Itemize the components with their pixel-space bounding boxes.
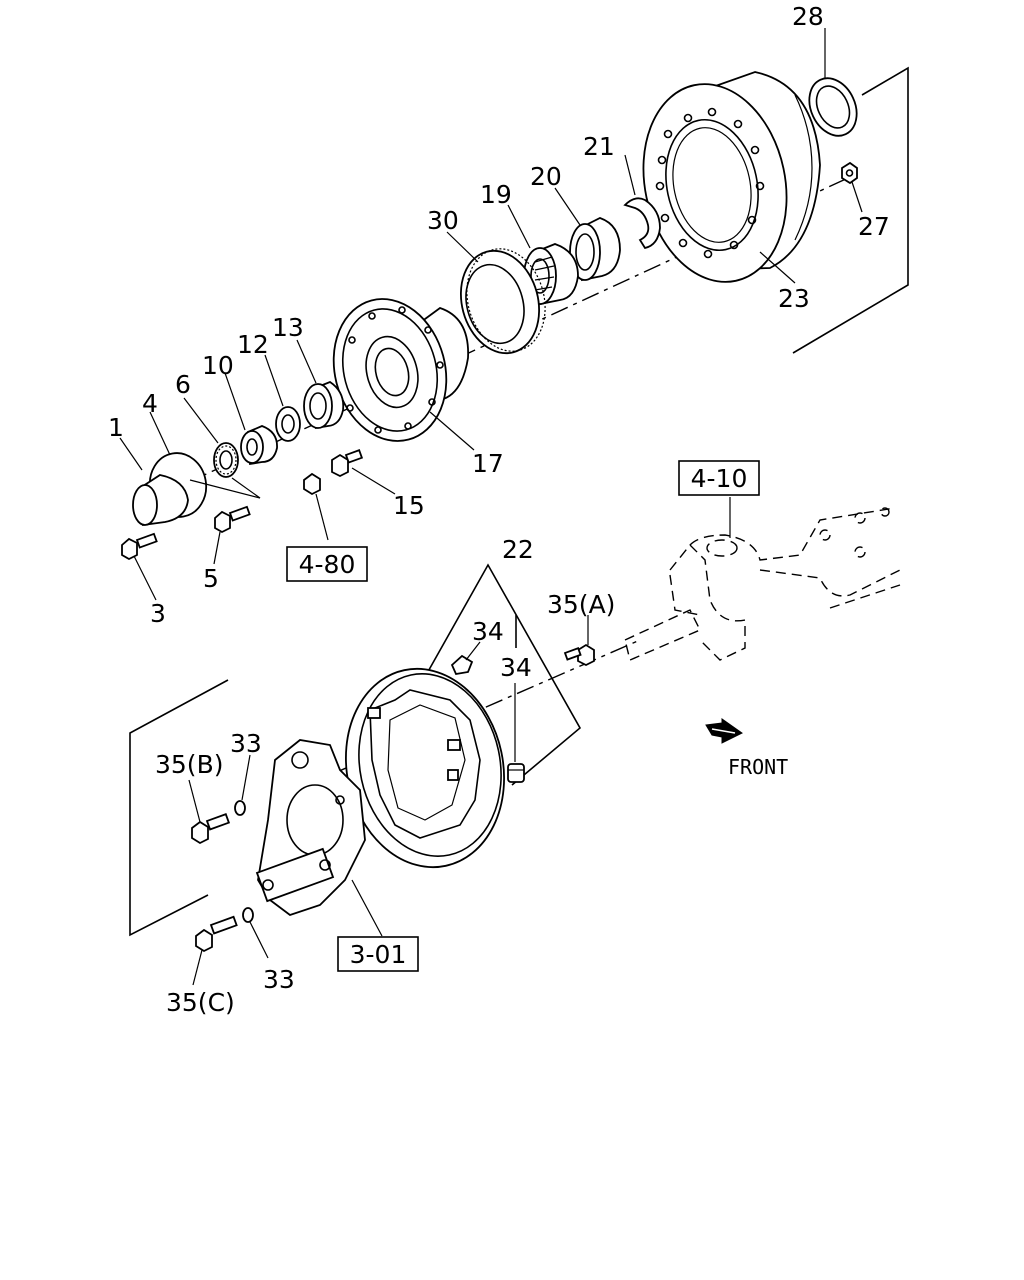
label-20: 20: [530, 162, 562, 191]
part-3-01-bracket: [255, 739, 366, 917]
label-10: 10: [202, 351, 234, 380]
label-23: 23: [778, 284, 810, 313]
label-22: 22: [502, 535, 534, 564]
part-15-stud: [331, 449, 364, 478]
part-6-lock-washer: [213, 442, 239, 478]
label-12: 12: [237, 330, 269, 359]
label-34b: 34: [500, 653, 532, 682]
label-27: 27: [858, 212, 890, 241]
label-15: 15: [393, 491, 425, 520]
label-30: 30: [427, 206, 459, 235]
part-13-bearing: [303, 380, 345, 430]
part-28-seal: [808, 77, 858, 137]
part-35a-bolt: [563, 643, 595, 667]
part-17-hub: [332, 298, 469, 442]
bracket-upper-right: [792, 66, 909, 354]
part-3-bolt: [121, 532, 158, 561]
part-21-snap-ring: [623, 197, 661, 250]
part-34-upper: [450, 654, 474, 676]
part-22-backing-plate: [345, 667, 505, 869]
label-33a: 33: [230, 729, 262, 758]
part-23-brake-drum: [642, 71, 821, 283]
part-4-80-nut: [303, 472, 321, 496]
axle-knuckle: [624, 507, 901, 661]
part-20-bearing-cup: [569, 217, 621, 282]
label-4: 4: [142, 389, 158, 418]
part-35c-bolt: [195, 915, 238, 953]
leader-lines: [119, 28, 863, 986]
part-33-washer-upper: [234, 800, 246, 816]
bracket-lower-left: [129, 679, 229, 937]
label-3: 3: [150, 599, 166, 628]
label-34a: 34: [472, 617, 504, 646]
label-21: 21: [583, 132, 615, 161]
ref-3-01-text: 3-01: [350, 940, 407, 969]
ref-box-4-80: 4-80: [286, 546, 368, 582]
label-35a: 35(A): [547, 590, 615, 619]
front-label: FRONT: [728, 755, 788, 779]
label-5: 5: [203, 564, 219, 593]
label-35b: 35(B): [155, 750, 223, 779]
part-33-washer-lower: [242, 907, 254, 923]
part-10-nut: [240, 425, 278, 466]
ref-4-80-text: 4-80: [299, 550, 356, 579]
front-arrow-icon: [705, 718, 743, 744]
label-13: 13: [272, 313, 304, 342]
leader-6-5: [231, 477, 261, 499]
part-30-tone-ring: [460, 248, 546, 355]
leader-22-triangle: [411, 563, 582, 786]
part-5-bolt: [214, 505, 251, 534]
ref-box-3-01: 3-01: [337, 936, 419, 972]
part-35b-bolt: [191, 813, 231, 845]
ref-box-4-10: 4-10: [678, 460, 760, 496]
label-19: 19: [480, 180, 512, 209]
label-35c: 35(C): [166, 988, 235, 1017]
ref-4-10-text: 4-10: [691, 464, 748, 493]
part-27-nut: [841, 161, 858, 185]
part-12-washer: [275, 406, 301, 442]
leader-4-5: [189, 479, 261, 499]
label-1: 1: [108, 413, 124, 442]
label-28: 28: [792, 2, 824, 31]
part-1-hub-cap: [132, 474, 189, 527]
label-6: 6: [175, 370, 191, 399]
label-33b: 33: [263, 965, 295, 994]
label-17: 17: [472, 449, 504, 478]
part-34-lower: [507, 763, 525, 783]
